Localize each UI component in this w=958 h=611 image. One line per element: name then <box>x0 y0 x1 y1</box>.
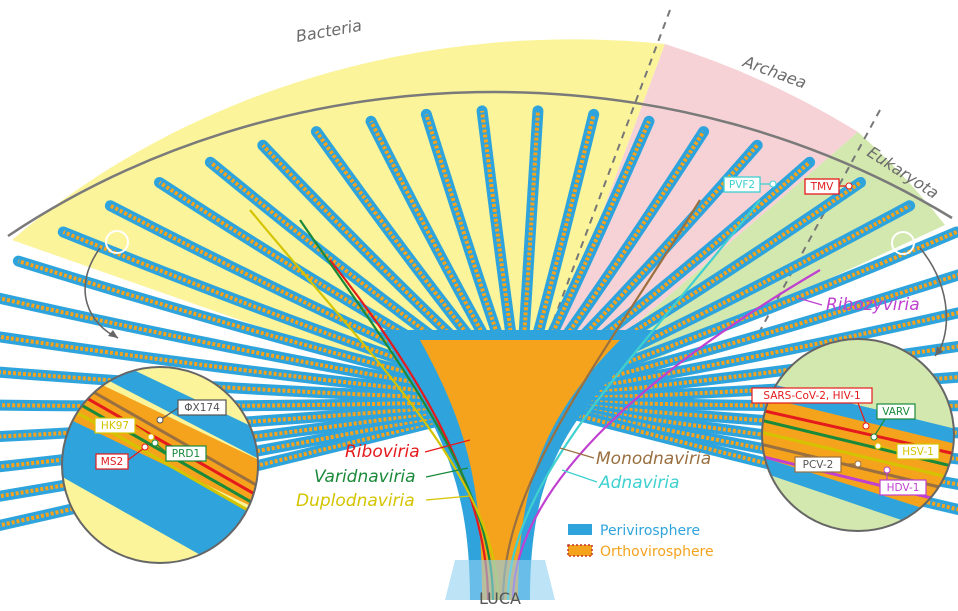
svg-text:PRD1: PRD1 <box>172 448 200 460</box>
perivirosphere-swatch <box>568 524 592 535</box>
bacteria-label: Bacteria <box>294 16 363 46</box>
svg-text:PCV-2: PCV-2 <box>803 459 834 471</box>
monodnaviria-label: Monodnaviria <box>596 449 711 469</box>
orthovirosphere-label: Orthovirosphere <box>600 544 714 560</box>
ribozyviria-label: Ribozyviria <box>826 295 920 315</box>
svg-text:VARV: VARV <box>882 406 910 418</box>
svg-text:HK97: HK97 <box>101 420 129 432</box>
svg-text:ΦX174: ΦX174 <box>184 402 220 414</box>
svg-text:SARS-CoV-2, HIV-1: SARS-CoV-2, HIV-1 <box>763 390 860 402</box>
svg-text:TMV: TMV <box>810 181 834 193</box>
orthovirosphere-swatch <box>568 545 592 556</box>
svg-text:HDV-1: HDV-1 <box>887 482 920 494</box>
duplodnaviria-label: Duplodnaviria <box>296 491 415 511</box>
svg-text:MS2: MS2 <box>101 456 123 468</box>
riboviria-label: Riboviria <box>345 442 420 462</box>
svg-text:PVF2: PVF2 <box>729 179 755 191</box>
svg-text:HSV-1: HSV-1 <box>902 446 934 458</box>
perivirosphere-label: Perivirosphere <box>600 523 700 539</box>
adnaviria-label: Adnaviria <box>598 473 680 493</box>
varidnaviria-label: Varidnaviria <box>314 467 416 487</box>
luca-label: LUCA <box>479 589 521 608</box>
right-zoom-arrow <box>920 248 946 356</box>
